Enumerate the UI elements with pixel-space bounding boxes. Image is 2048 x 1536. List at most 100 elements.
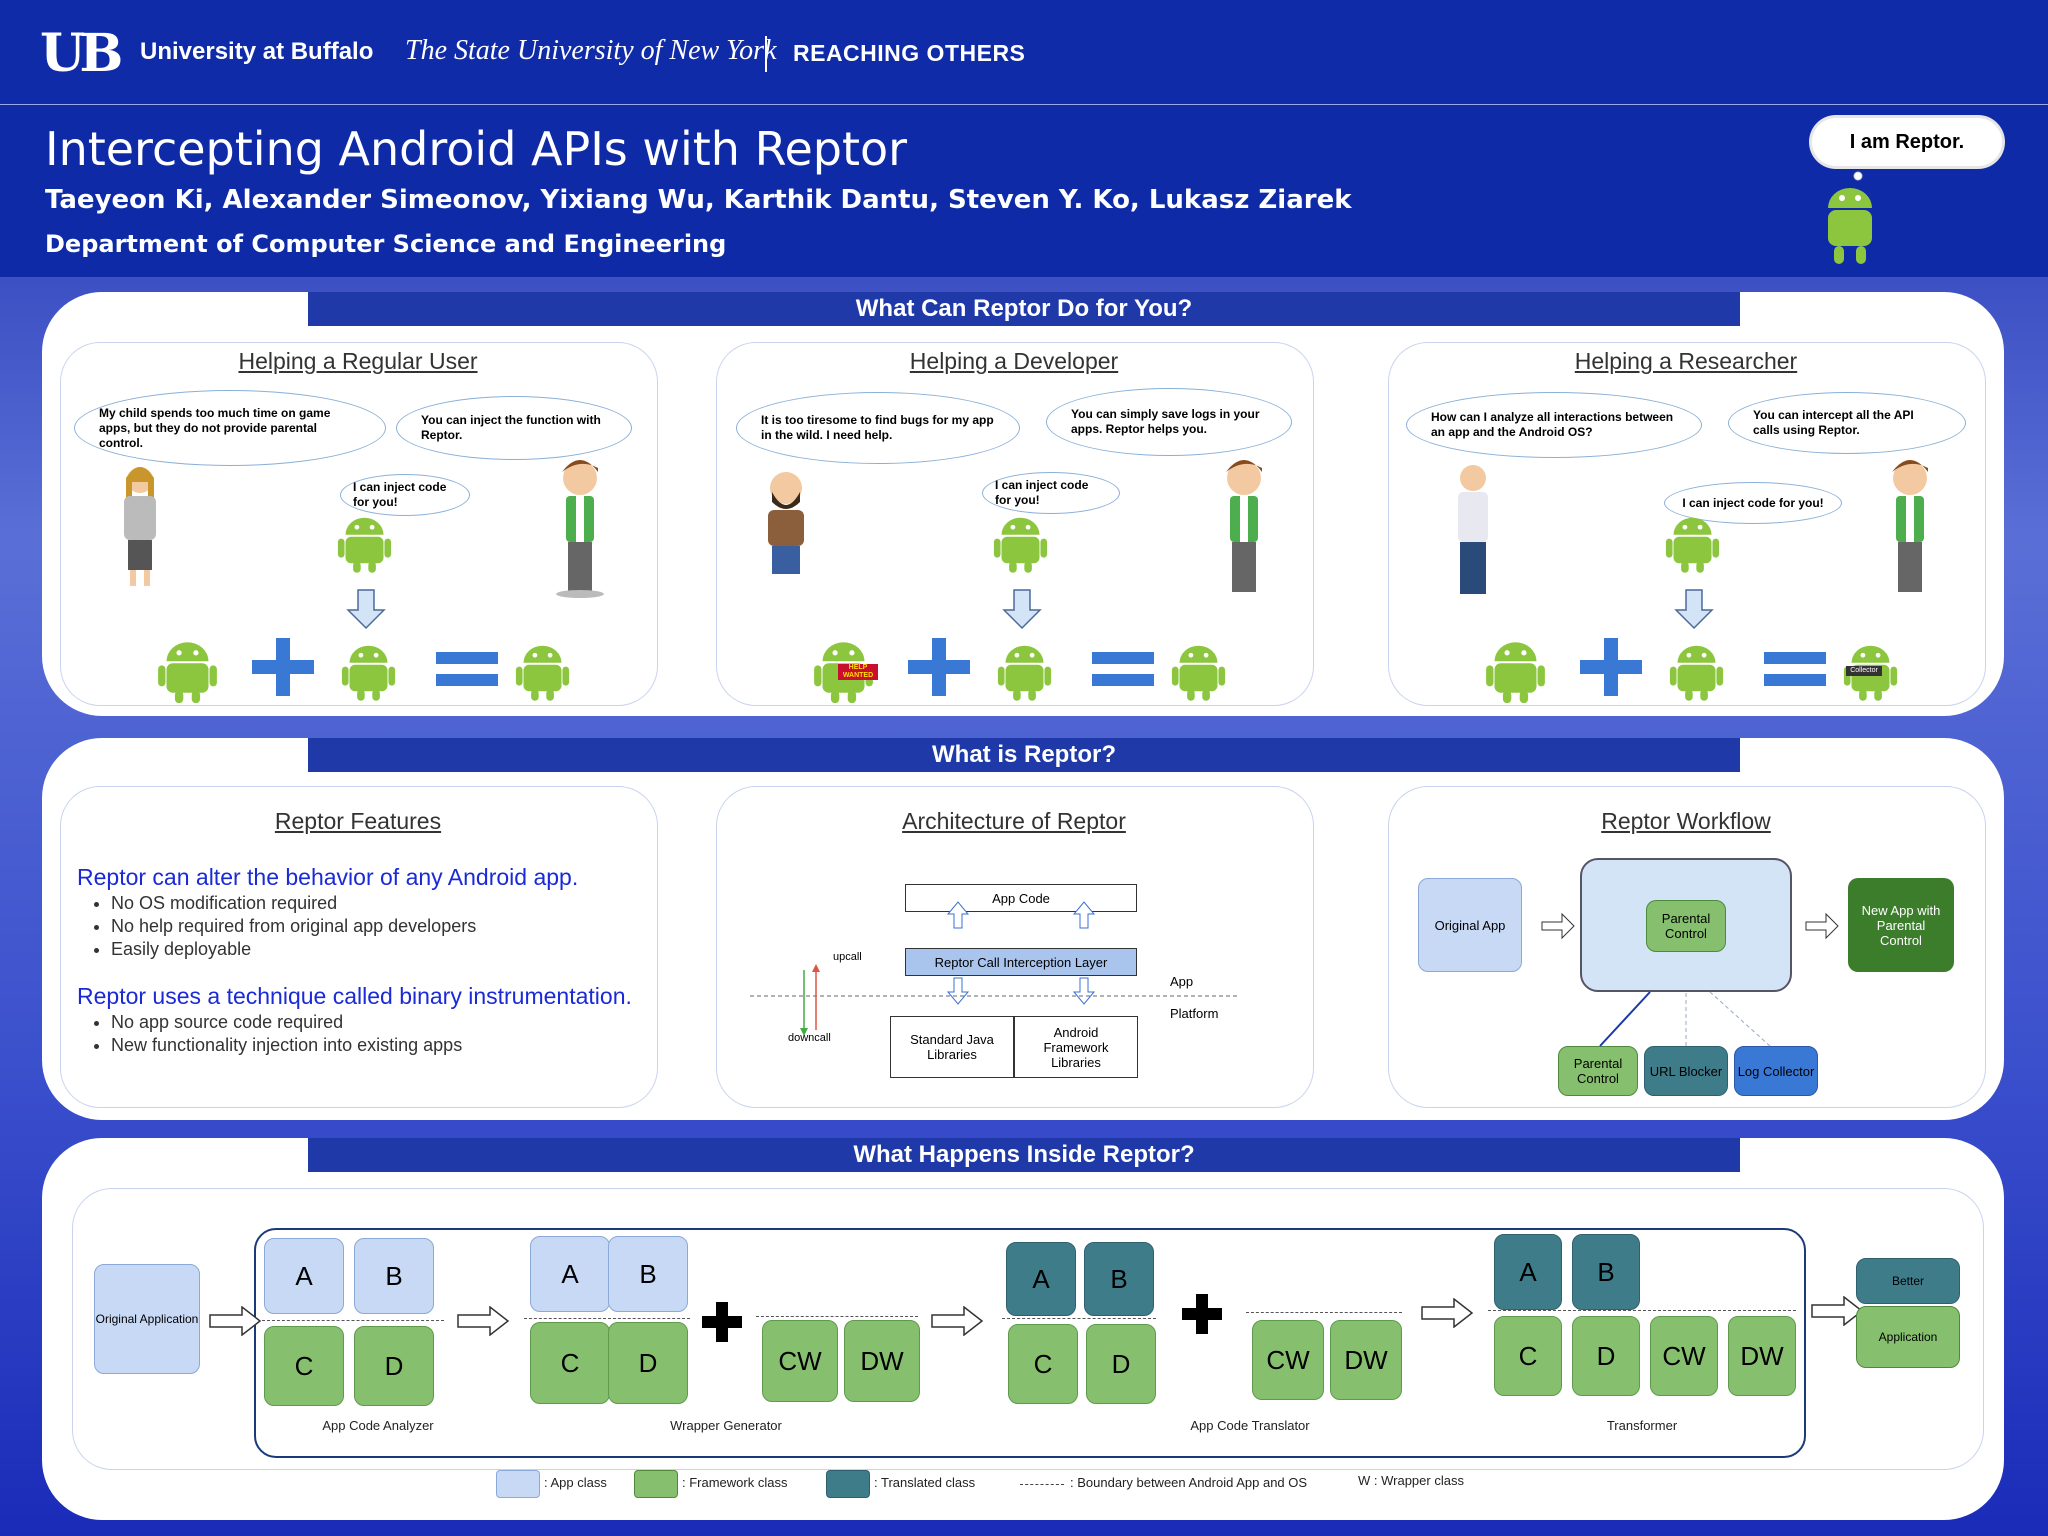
card-title-researcher: Helping a Researcher [1574, 348, 1798, 374]
arch-interception-layer: Reptor Call Interception Layer [905, 948, 1137, 976]
injected-robot-icon [997, 645, 1052, 701]
helper-robot-icon [993, 517, 1048, 573]
right-arrow-icon [931, 1306, 984, 1336]
features-head-2: Reptor uses a technique called binary in… [77, 983, 632, 1009]
legend-swatch-translated [826, 1470, 870, 1498]
class-block: A [530, 1236, 610, 1312]
equals-icon [1092, 652, 1154, 686]
boundary-line [756, 1316, 918, 1317]
ub-logo: UB [40, 23, 123, 84]
card-reptor-features [60, 786, 658, 1108]
features-list-item: No OS modification required [111, 892, 476, 915]
helper-robot-icon [1665, 517, 1720, 573]
class-block: B [354, 1238, 434, 1314]
woman-figure-icon [124, 467, 156, 586]
poster-authors: Taeyeon Ki, Alexander Simeonov, Yixiang … [45, 185, 1352, 215]
legend-boundary: : Boundary between Android App and OS [1070, 1475, 1308, 1490]
result-application: Application [1856, 1306, 1960, 1368]
boundary-line [1488, 1310, 1796, 1311]
result-app-robot-icon [515, 645, 570, 701]
features-list-2: No app source code required New function… [77, 1011, 462, 1057]
workflow-new-app: New App with Parental Control [1848, 878, 1954, 972]
features-title: Reptor Features [274, 808, 442, 834]
legend-app: : App class [544, 1475, 607, 1490]
down-arrow-icon [1674, 589, 1714, 630]
class-block: C [1494, 1316, 1562, 1396]
bubble-res-left: How can I analyze all interactions betwe… [1406, 392, 1702, 458]
legend-swatch-app [496, 1470, 540, 1498]
plus-icon [908, 638, 970, 696]
poster-department: Department of Computer Science and Engin… [45, 230, 727, 258]
state-university-name: The State University of New York [405, 35, 777, 66]
card-title-regular-user: Helping a Regular User [238, 348, 478, 374]
arch-app-code: App Code [905, 884, 1137, 912]
right-arrow-icon [1421, 1298, 1474, 1328]
class-block: C [264, 1326, 344, 1406]
features-list-item: New functionality injection into existin… [111, 1034, 462, 1057]
source-app-robot-icon [1486, 642, 1545, 704]
class-block: DW [1728, 1316, 1796, 1396]
injected-robot-icon [341, 645, 396, 701]
down-arrow-icon [346, 589, 386, 630]
bubble-user-left: My child spends too much time on game ap… [74, 390, 386, 466]
collector-sign: Collector [1846, 666, 1882, 676]
pipeline-original-application: Original Application [94, 1264, 200, 1374]
man-figure-icon [556, 460, 604, 598]
plus-icon [1580, 638, 1642, 696]
arch-upcall-label: upcall [833, 951, 862, 963]
helper-robot-icon [337, 517, 392, 573]
boundary-line [262, 1320, 444, 1321]
workflow-title: Reptor Workflow [1601, 808, 1771, 834]
researcher-figure-icon [1458, 465, 1488, 594]
mascot-bubble: I am Reptor. [1812, 118, 2002, 166]
architecture-title: Architecture of Reptor [902, 808, 1126, 834]
class-block: D [608, 1322, 688, 1404]
bubble-user-right: You can inject the function with Reptor. [396, 396, 632, 460]
right-arrow-icon [1811, 1296, 1864, 1326]
class-block: B [1572, 1234, 1640, 1310]
boundary-line [524, 1318, 690, 1319]
boundary-line [1002, 1318, 1156, 1319]
features-list-item: Easily deployable [111, 938, 476, 961]
arch-platform-label: Platform [1170, 1006, 1219, 1021]
card-title-developer: Helping a Developer [909, 348, 1119, 374]
bubble-dev-robot: I can inject code for you! [982, 472, 1120, 514]
pipeline-reptor-frame [254, 1228, 1806, 1458]
arch-framework-libraries: Android Framework Libraries [1014, 1016, 1138, 1078]
legend-swatch-framework [634, 1470, 678, 1498]
legend-framework: : Framework class [682, 1475, 788, 1490]
bearded-man-icon [768, 472, 804, 574]
legend-wrapper: W : Wrapper class [1358, 1473, 1464, 1488]
section1-banner: What Can Reptor Do for You? [308, 292, 1740, 326]
class-block: B [1084, 1242, 1154, 1316]
class-block: B [608, 1236, 688, 1312]
class-block: CW [1252, 1320, 1324, 1400]
stage-label: Transformer [1606, 1418, 1678, 1433]
legend-swatch-boundary [1020, 1484, 1064, 1485]
legend-translated: : Translated class [874, 1475, 976, 1490]
section3-banner: What Happens Inside Reptor? [308, 1138, 1740, 1172]
plus-icon [252, 638, 314, 696]
arch-app-label: App [1170, 974, 1194, 989]
class-block: D [1086, 1324, 1156, 1404]
arch-downcall-label: downcall [788, 1032, 831, 1044]
equals-icon [436, 652, 498, 686]
result-app-robot-icon [1171, 645, 1226, 701]
class-block: DW [844, 1320, 920, 1402]
brand-tagline: REACHING OTHERS [793, 40, 1026, 66]
workflow-original-app: Original App [1418, 878, 1522, 972]
university-name: University at Buffalo [140, 38, 374, 65]
poster-title: Intercepting Android APIs with Reptor [45, 122, 908, 176]
result-better: Better [1856, 1258, 1960, 1304]
class-block: C [530, 1322, 610, 1404]
source-app-robot-icon [158, 642, 217, 704]
injected-robot-icon [1669, 645, 1724, 701]
poster-header [0, 105, 2048, 277]
features-list-1: No OS modification required No help requ… [77, 892, 476, 961]
right-arrow-icon [457, 1306, 510, 1336]
workflow-arrows [1541, 912, 1839, 1047]
class-block: C [1008, 1324, 1078, 1404]
class-block: CW [1650, 1316, 1718, 1396]
android-mascot-icon [1828, 171, 1872, 264]
arch-arrows [750, 901, 1240, 1036]
